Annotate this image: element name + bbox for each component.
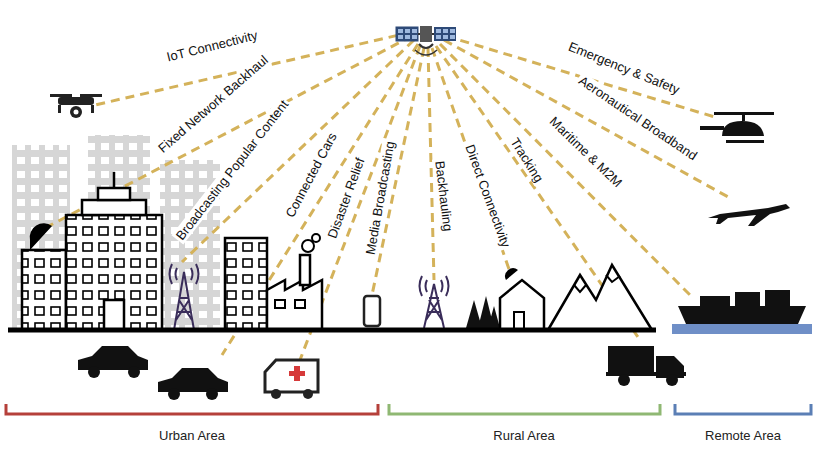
truck <box>606 346 686 386</box>
ship <box>678 290 806 324</box>
helicopter <box>700 112 774 143</box>
ambulance <box>265 360 318 399</box>
drone <box>50 94 102 118</box>
service-label: Tracking <box>506 133 547 186</box>
phone <box>364 296 380 326</box>
airplane <box>708 204 790 226</box>
service-label: Maritime & M2M <box>545 112 626 191</box>
service-label: Backhauling <box>432 158 456 234</box>
rural-scene <box>466 265 652 330</box>
sea <box>672 324 812 334</box>
service-label: Direct Connectivity <box>462 141 515 252</box>
city-buildings <box>22 172 322 330</box>
area-label: Remote Area <box>705 428 781 443</box>
satellite <box>396 26 456 55</box>
cars <box>78 346 228 400</box>
service-label: Disaster Relief <box>324 154 368 242</box>
area-brackets <box>6 404 811 414</box>
satellite-links <box>45 32 730 360</box>
service-label: IoT Connectivity <box>163 27 261 65</box>
area-label: Rural Area <box>493 428 554 443</box>
area-label: Urban Area <box>159 428 225 443</box>
ground-line <box>8 328 656 333</box>
service-label: Connected Cars <box>281 128 340 222</box>
cell-towers <box>170 264 449 330</box>
